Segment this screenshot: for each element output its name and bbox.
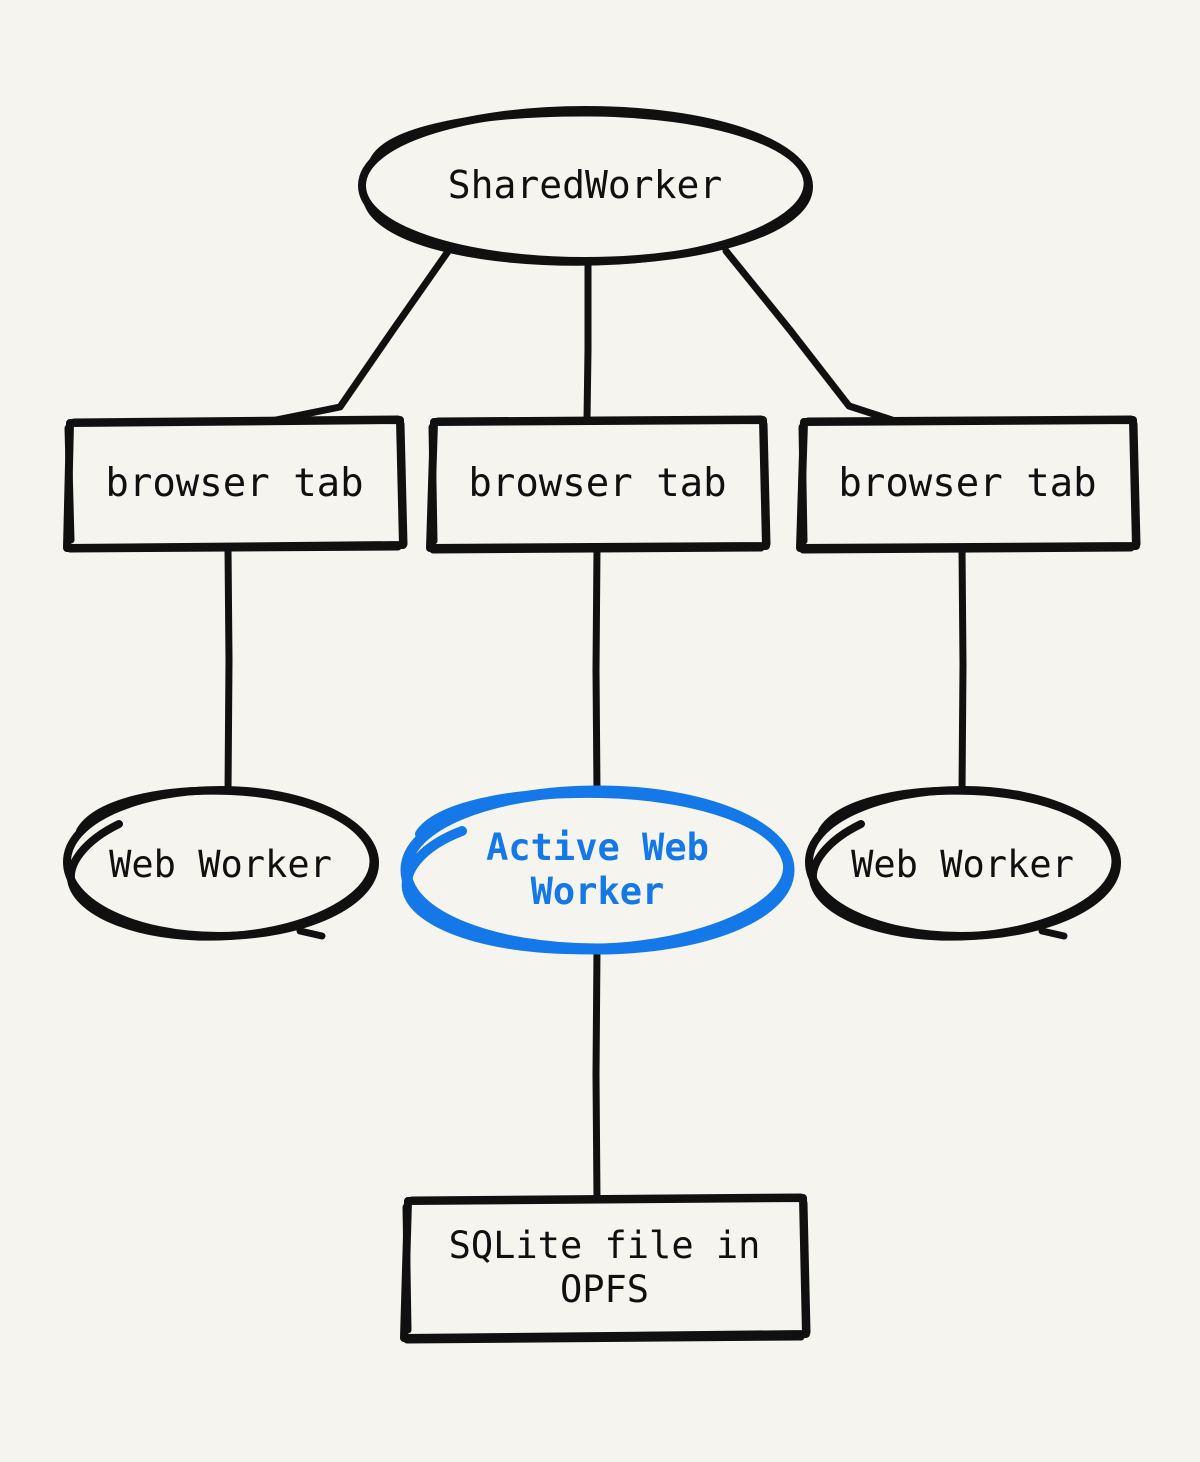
edge-layer xyxy=(224,246,967,1204)
shape-worker-left[interactable] xyxy=(63,786,380,941)
edge-sharedworker-to-tab-middle xyxy=(583,255,592,424)
shape-storage[interactable] xyxy=(400,1193,811,1344)
edge-sharedworker-to-tab-left xyxy=(272,246,453,424)
shape-worker-active[interactable] xyxy=(400,785,795,955)
edge-sharedworker-to-tab-right xyxy=(722,247,896,424)
shape-worker-right[interactable] xyxy=(805,786,1122,941)
edge-worker-active-to-storage xyxy=(592,944,601,1204)
shape-tab-middle[interactable] xyxy=(426,415,771,554)
shape-tab-left[interactable] xyxy=(63,415,408,553)
shape-shared-worker[interactable] xyxy=(357,106,814,266)
edge-tab-middle-to-worker-active xyxy=(592,544,601,797)
shape-tab-right[interactable] xyxy=(796,415,1141,554)
edge-tab-left-to-worker-left xyxy=(224,544,233,796)
edge-tab-right-to-worker-right xyxy=(958,544,967,796)
